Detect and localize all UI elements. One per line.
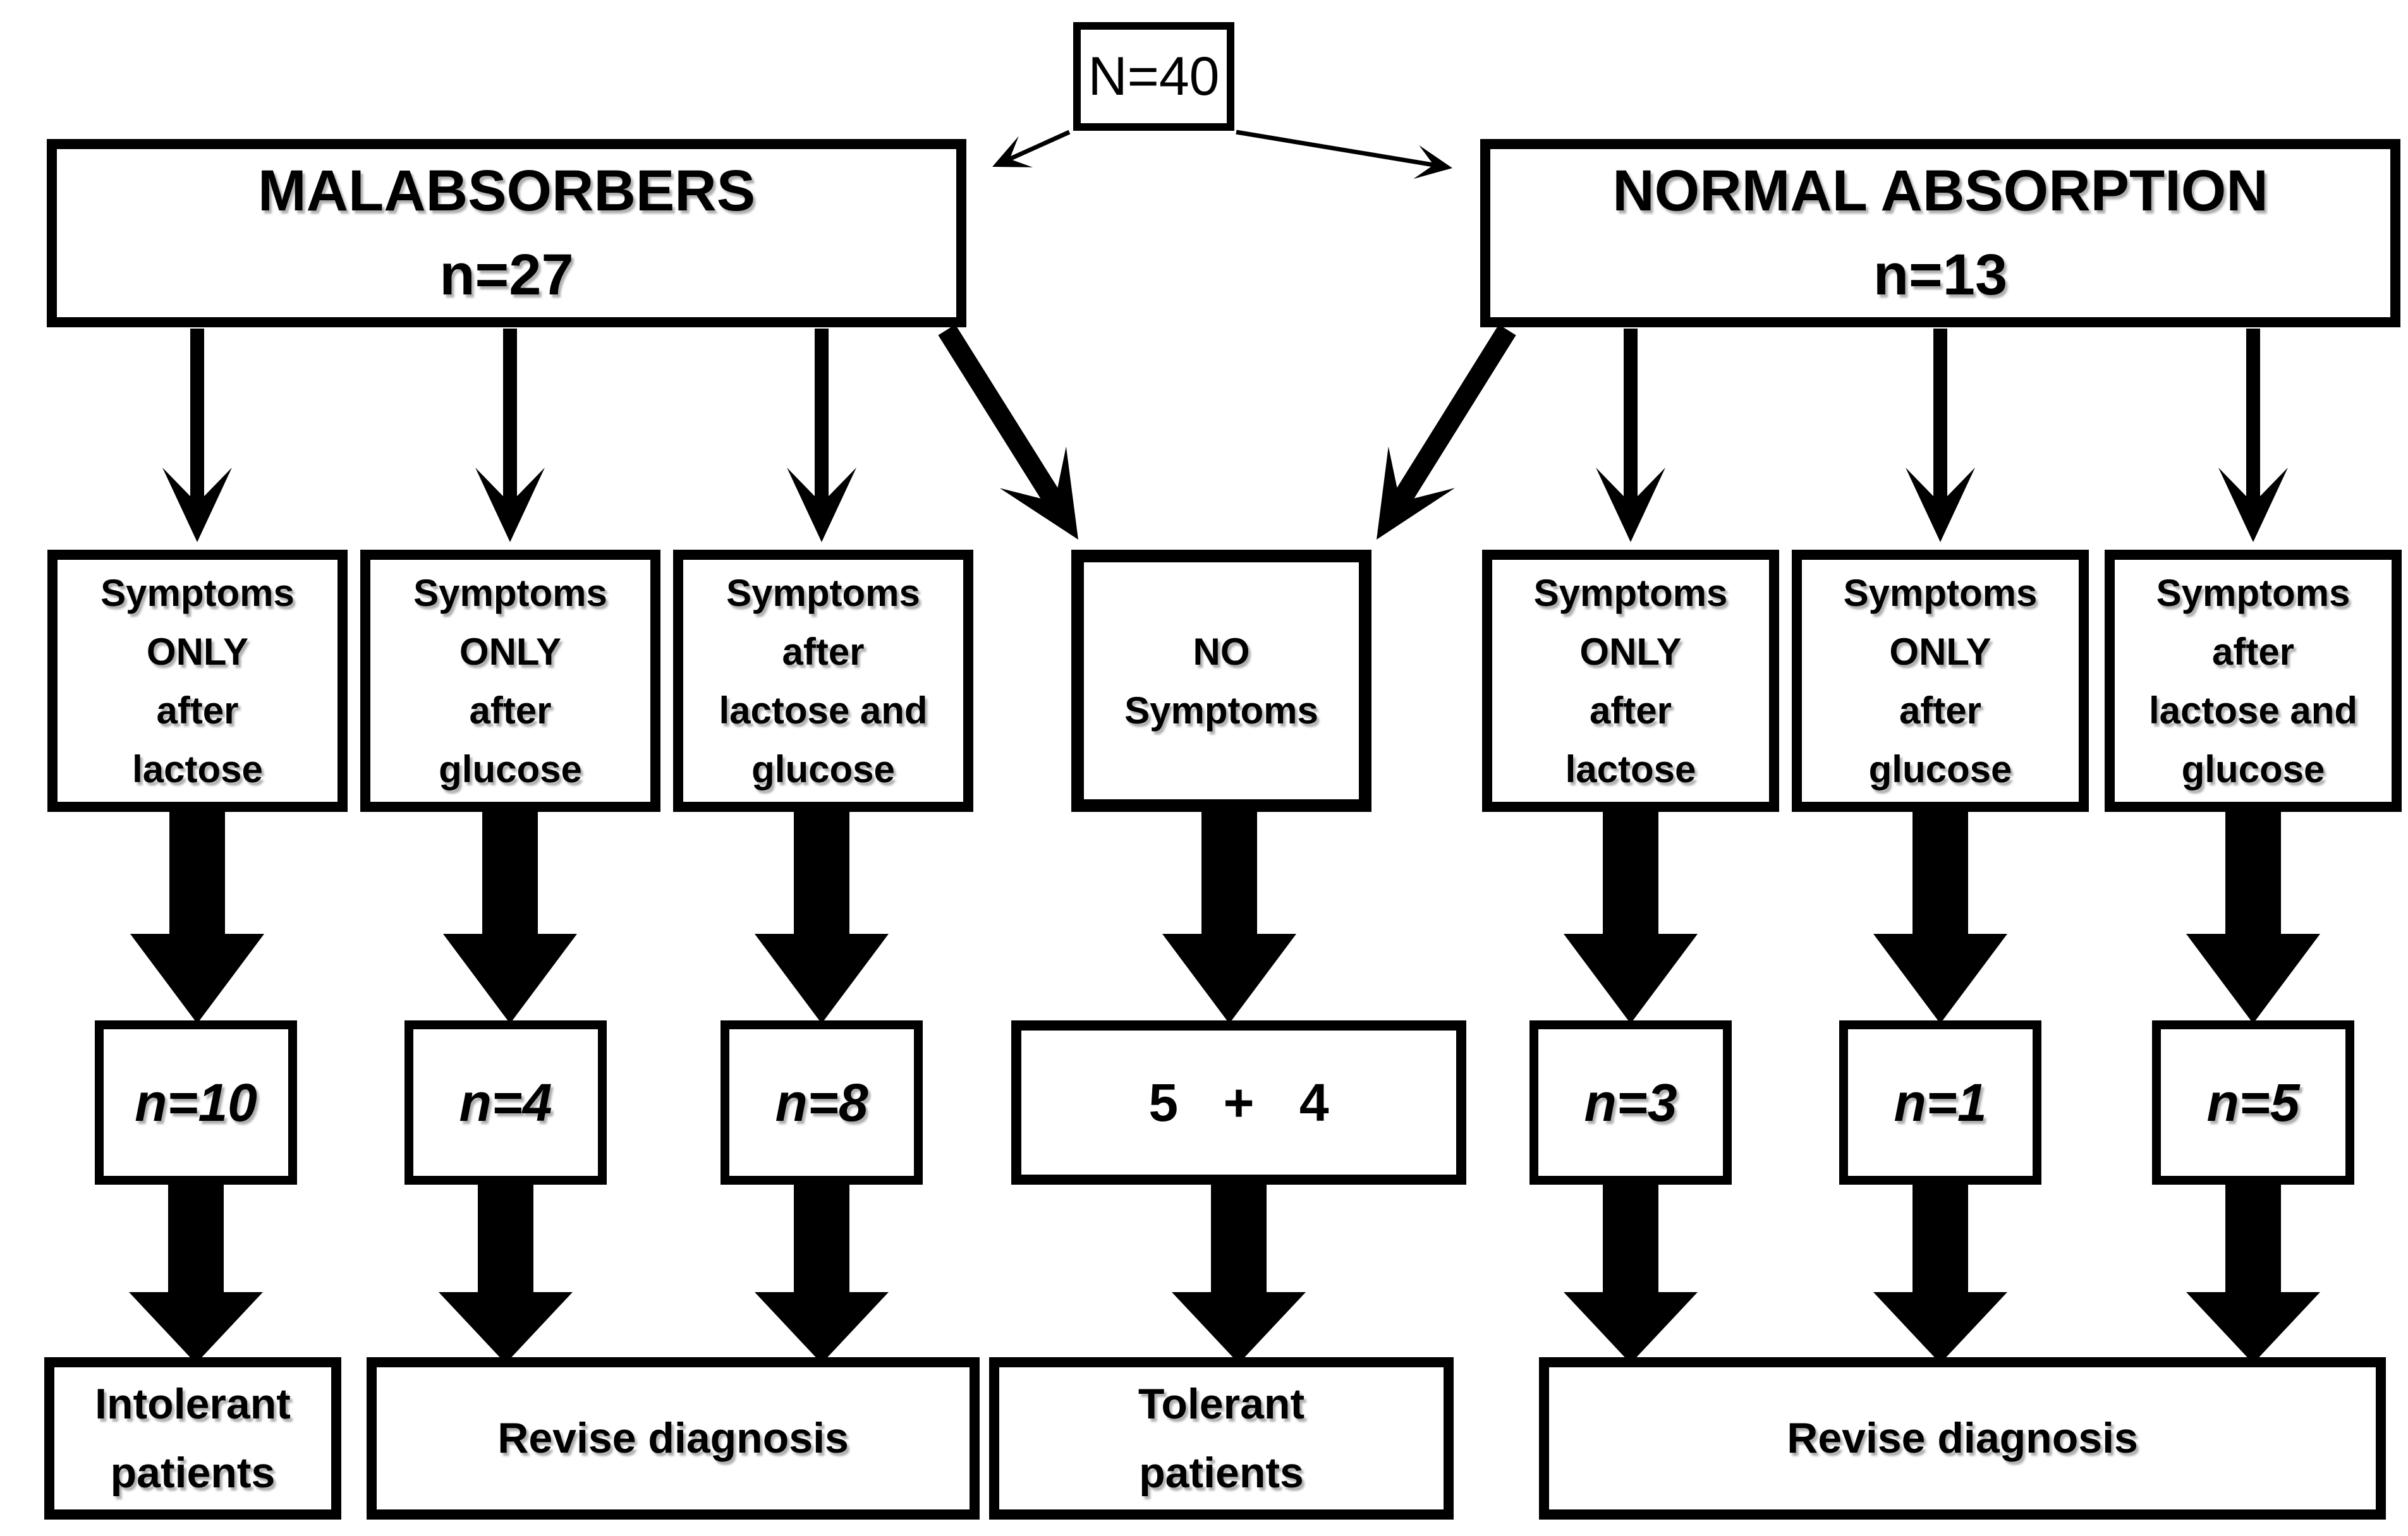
arrow-group-to-symptoms-2-head	[475, 468, 545, 542]
symptoms-only-lactose-norm-label: Symptoms ONLY after lactose	[1533, 571, 1728, 790]
outcome-intolerant-label: Intolerant patients	[95, 1379, 291, 1497]
arrow-n40-to-malabsorbers-shaft	[1006, 130, 1071, 162]
arrow-count-to-outcome-5	[1564, 1183, 1698, 1364]
arrow-group-to-symptoms-4-head	[1596, 468, 1665, 542]
no-symptoms-label: NO Symptoms	[1124, 630, 1318, 732]
box-count-n1: n=1	[1839, 1020, 2041, 1185]
box-symptoms-only-glucose-norm: Symptoms ONLY after glucose	[1792, 550, 2089, 812]
box-count-5-plus-4: 5 + 4	[1011, 1020, 1466, 1185]
arrow-count-to-outcome-7	[2186, 1183, 2320, 1364]
arrow-count-to-outcome-4	[1172, 1183, 1306, 1364]
box-count-n5: n=5	[2152, 1020, 2354, 1185]
arrow-symptoms-to-count-3	[755, 809, 889, 1024]
box-outcome-tolerant-patients: Tolerant patients	[989, 1357, 1454, 1520]
arrow-n40-to-normal-absorption-shaft	[1236, 130, 1437, 168]
count-n4-label: n=4	[459, 1072, 552, 1132]
normal-absorption-count: n=13	[1873, 243, 2008, 307]
arrow-group-to-symptoms-3-head	[787, 468, 856, 542]
count-5-plus-4-label: 5 + 4	[1148, 1072, 1329, 1132]
box-outcome-revise-diagnosis-left: Revise diagnosis	[367, 1357, 980, 1520]
box-symptoms-only-glucose-mal: Symptoms ONLY after glucose	[360, 550, 660, 812]
arrow-n40-to-malabsorbers-head	[992, 136, 1033, 167]
arrow-group-to-symptoms-5-head	[1906, 468, 1975, 542]
count-n5-label: n=5	[2206, 1072, 2300, 1132]
box-no-symptoms: NO Symptoms	[1071, 550, 1371, 812]
normal-absorption-title: NORMAL ABSORPTION	[1612, 158, 2268, 223]
arrow-symptoms-to-count-6	[1873, 809, 2007, 1024]
arrow-normal-to-no-symptoms-shaft	[1388, 324, 1516, 512]
outcome-revise-right-label: Revise diagnosis	[1787, 1414, 2138, 1463]
outcome-tolerant-label: Tolerant patients	[1138, 1379, 1305, 1497]
arrow-group-to-symptoms-6-head	[2218, 468, 2288, 542]
arrow-n40-to-normal-absorption-head	[1413, 145, 1452, 179]
arrow-group-to-symptoms-1-head	[162, 468, 232, 542]
box-symptoms-only-lactose-norm: Symptoms ONLY after lactose	[1482, 550, 1779, 812]
symptoms-both-norm-label: Symptoms after lactose and glucose	[2148, 571, 2358, 790]
box-symptoms-only-lactose-mal: Symptoms ONLY after lactose	[47, 550, 348, 812]
arrow-symptoms-to-count-2	[443, 809, 577, 1024]
box-count-n10: n=10	[95, 1020, 297, 1185]
arrow-symptoms-to-count-5	[1564, 809, 1698, 1024]
count-n10-label: n=10	[135, 1072, 257, 1132]
box-total-n40: N=40	[1073, 22, 1234, 131]
arrow-count-to-outcome-2	[439, 1183, 573, 1364]
box-normal-absorption: NORMAL ABSORPTION n=13	[1480, 139, 2400, 327]
box-malabsorbers: MALABSORBERS n=27	[47, 139, 966, 327]
symptoms-only-glucose-norm-label: Symptoms ONLY after glucose	[1843, 571, 2038, 790]
arrow-malabsorbers-to-no-symptoms-head	[999, 446, 1078, 540]
count-n3-label: n=3	[1584, 1072, 1677, 1132]
box-count-n8: n=8	[721, 1020, 923, 1185]
arrow-malabsorbers-to-no-symptoms-shaft	[938, 324, 1067, 513]
symptoms-only-glucose-mal-label: Symptoms ONLY after glucose	[413, 571, 607, 790]
box-outcome-revise-diagnosis-right: Revise diagnosis	[1539, 1357, 2386, 1520]
count-n8-label: n=8	[775, 1072, 868, 1132]
arrow-count-to-outcome-1	[129, 1183, 263, 1364]
count-n1-label: n=1	[1894, 1072, 1987, 1132]
malabsorbers-title: MALABSORBERS	[257, 158, 756, 223]
box-symptoms-both-mal: Symptoms after lactose and glucose	[673, 550, 973, 812]
outcome-revise-left-label: Revise diagnosis	[497, 1414, 849, 1463]
box-symptoms-both-norm: Symptoms after lactose and glucose	[2105, 550, 2402, 812]
malabsorbers-count: n=27	[439, 243, 574, 307]
arrow-symptoms-to-count-4	[1162, 809, 1296, 1024]
arrow-count-to-outcome-6	[1873, 1183, 2007, 1364]
box-count-n4: n=4	[404, 1020, 607, 1185]
symptoms-only-lactose-mal-label: Symptoms ONLY after lactose	[100, 571, 295, 790]
arrow-normal-to-no-symptoms-head	[1377, 446, 1456, 540]
arrow-count-to-outcome-3	[755, 1183, 889, 1364]
box-count-n3: n=3	[1529, 1020, 1732, 1185]
box-outcome-intolerant-patients: Intolerant patients	[44, 1357, 341, 1520]
arrow-symptoms-to-count-1	[130, 809, 264, 1024]
arrow-symptoms-to-count-7	[2186, 809, 2320, 1024]
symptoms-both-mal-label: Symptoms after lactose and glucose	[719, 571, 928, 790]
total-n40-label: N=40	[1088, 45, 1220, 107]
